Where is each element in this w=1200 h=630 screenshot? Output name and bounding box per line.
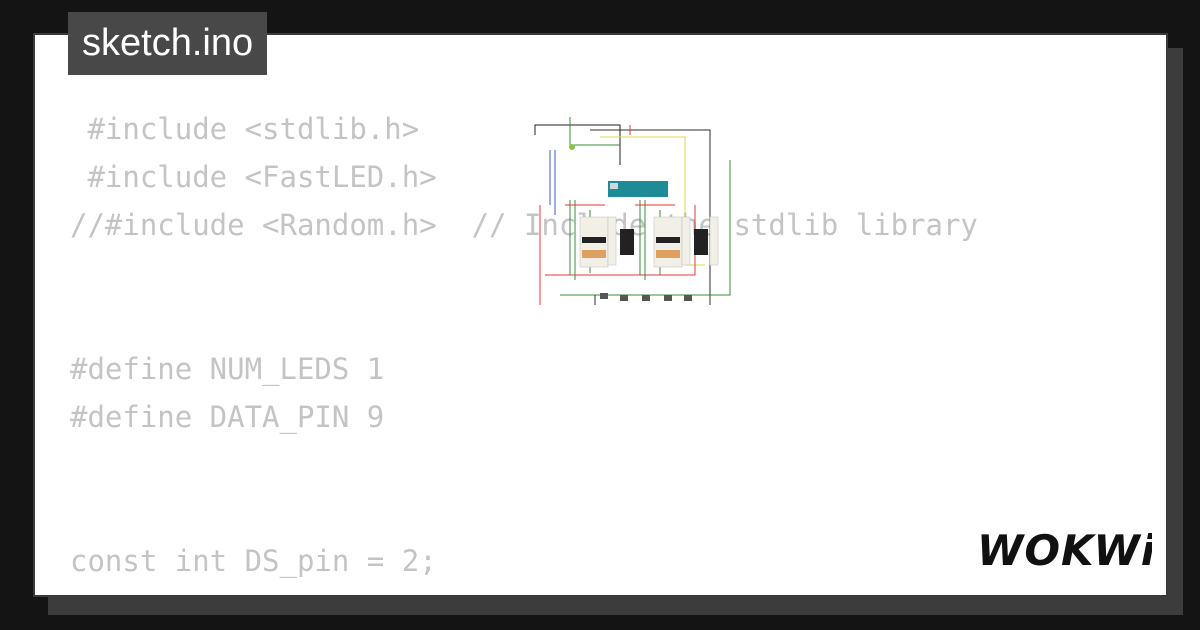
wokwi-logo: WOKWi [977, 526, 1152, 575]
code-line-7: #define DATA_PIN 9 [70, 400, 385, 434]
seven-segment-icon [620, 229, 634, 255]
code-line-8 [70, 441, 1166, 489]
led-icon [569, 144, 575, 150]
code-line-1: #include <stdlib.h> [70, 112, 420, 146]
code-line-11: const int STCP_pin = 3; [70, 585, 1166, 595]
file-tab[interactable]: sketch.ino [68, 12, 268, 75]
code-line-6: #define NUM_LEDS 1 [70, 352, 385, 386]
code-card: #include <stdlib.h> #include <FastLED.h>… [33, 33, 1168, 597]
circuit-preview [534, 117, 731, 305]
svg-text:WOKWi: WOKWi [977, 526, 1152, 575]
code-line-10: const int DS_pin = 2; [70, 544, 437, 578]
seven-segment-icon [694, 229, 708, 255]
code-block: #include <stdlib.h> #include <FastLED.h>… [70, 105, 1166, 595]
code-line-2: #include <FastLED.h> [70, 160, 437, 194]
arduino-icon [608, 181, 668, 197]
